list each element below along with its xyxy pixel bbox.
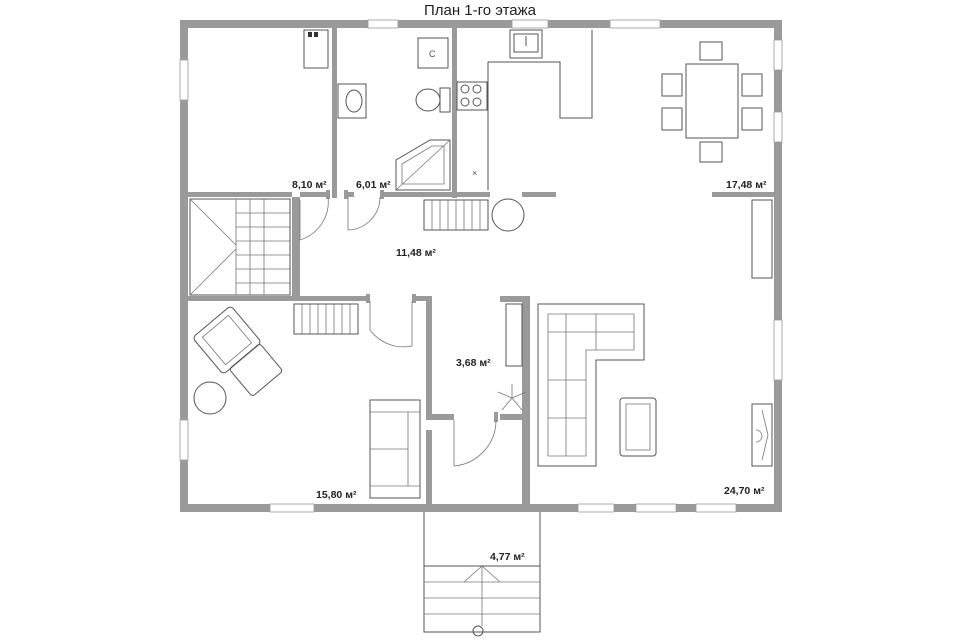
outer-walls	[180, 20, 782, 512]
living-room-furniture	[537, 199, 773, 467]
area-labels: 8,10 м² 6,01 м² 17,48 м² 11,48 м² 3,68 м…	[292, 179, 767, 563]
area-bedroom-large: 15,80 м²	[316, 489, 357, 501]
area-bathroom: 6,01 м²	[356, 179, 391, 191]
radiators	[293, 198, 525, 335]
interior-walls	[188, 28, 774, 512]
bedroom-small-furniture	[303, 29, 329, 69]
area-porch: 4,77 м²	[490, 551, 525, 563]
svg-text:C: C	[429, 49, 436, 59]
area-kitchen-dining: 17,48 м²	[726, 179, 767, 191]
plan-title: План 1-го этажа	[423, 2, 537, 19]
area-bedroom-small: 8,10 м²	[292, 179, 327, 191]
area-corridor: 3,68 м²	[456, 357, 491, 369]
porch	[423, 512, 541, 637]
area-hall: 11,48 м²	[396, 247, 436, 259]
bedroom-large-furniture	[193, 306, 421, 499]
corridor-items	[497, 303, 527, 411]
svg-text:×: ×	[472, 168, 477, 178]
windows	[179, 19, 783, 513]
kitchen-furniture: ×	[456, 29, 763, 190]
doors	[299, 196, 497, 467]
area-living-room: 24,70 м²	[724, 485, 765, 497]
stairs-internal	[189, 198, 291, 296]
bathroom-fixtures: C	[337, 37, 451, 191]
